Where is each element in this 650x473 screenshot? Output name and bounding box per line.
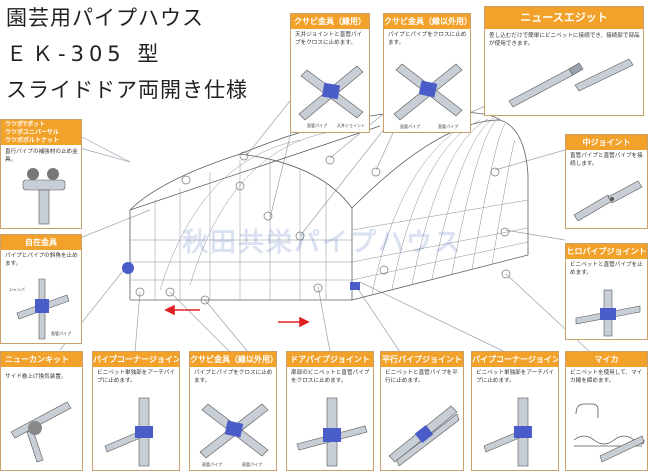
newcan-kit-icon — [10, 401, 72, 463]
part-label: ジャンパ — [9, 287, 25, 292]
box-description: 差し込むだけで簡単にビニペットに接続でき、接続部で部品が使用できます。 — [489, 33, 640, 47]
box-description: ビニペット単独部をアーチパイプに止めます。 — [97, 370, 175, 384]
box-description: 扉部のビニペットと直管パイプをクロスに止めます。 — [291, 370, 370, 384]
box-description: サイド巻上げ換気装置。 — [5, 374, 67, 380]
part-label: 直管パイプ — [307, 122, 327, 128]
box-maika: マイカ ビニペットを使用して、マイカ線を締めます。 — [565, 351, 648, 471]
box-kusabi-ijo: クサビ金具（縁以外用） パイプとパイプをクロスに止めます。 直管パイプ 直管パイ… — [383, 13, 471, 133]
box-kusabi-ijo-2: クサビ金具（縁以外用） パイプとパイプをクロスに止めます。 直管パイプ 直管パイ… — [189, 351, 277, 471]
box-door-pipe-joint: ドアパイプジョイント 扉部のビニペットと直管パイプをクロスに止めます。 — [286, 351, 374, 471]
kusabi-fitting-icon: 直管パイプ 直管パイプ — [393, 63, 463, 129]
part-label: 直管パイプ — [438, 123, 458, 129]
box-description: 天井ジョイントと直管パイプをクロスに止めます。 — [295, 32, 363, 46]
box-header: ドアパイプジョイント — [287, 352, 373, 367]
box-description: 直行パイプの補強材の止め金具。 — [5, 149, 78, 163]
watermark: 秋田共栄パイプハウス — [182, 228, 463, 258]
box-kusabi-tsumado: クサビ金具（縁用） 天井ジョイントと直管パイプをクロスに止めます。 直管パイプ … — [290, 13, 370, 133]
box-description: ビニペット単独部をアーチパイプに止めます。 — [476, 370, 554, 384]
slide-arrow-icon — [164, 304, 310, 328]
pipe-joint-icon — [388, 405, 460, 466]
box-header: ウツボTボット ウツボユニバーサル ウツボボルトナット — [1, 120, 81, 145]
box-description: パイプとパイプをクロスに止めます。 — [388, 32, 467, 46]
box-uzuho: ウツボTボット ウツボユニバーサル ウツボボルトナット 直行パイプの補強材の止め… — [0, 119, 82, 229]
box-header: 平行パイプジョイント — [381, 352, 463, 367]
kusabi-fitting-icon: 直管パイプ 直管パイプ — [199, 403, 269, 467]
part-label: 直管パイプ — [51, 330, 71, 336]
box-pipe-corner-1: パイプコーナージョイント2 ビニペット単独部をアーチパイプに止めます。 — [92, 351, 180, 471]
title-line-3: スライドドア両開き仕様 — [6, 78, 248, 102]
pipe-corner-icon — [483, 397, 532, 467]
box-hiro-pipe-joint: ヒロパイプジョイント ビニペットと直管パイプを止めます。 — [565, 243, 648, 340]
box-jizai: 自在金具 パイプとパイプの斜角を止めます。 ジャンパ 直管パイプ — [0, 234, 82, 344]
box-description: ビニペットと直管パイプを平行に止めます。 — [385, 370, 458, 384]
pipe-joint-icon — [508, 58, 634, 108]
box-description: パイプとパイプの斜角を止めます。 — [5, 253, 78, 267]
page-title: 園芸用パイプハウス ＥＫ-305 型 スライドドア両開き仕様 — [6, 0, 291, 108]
box-header: パイプコーナージョイント2 — [472, 352, 558, 367]
part-label: 直管パイプ — [400, 123, 420, 129]
box-news-ejjit: ニュースエジット 差し込むだけで簡単にビニペットに接続でき、接続部で部品が使用で… — [484, 6, 644, 116]
title-line-2: ＥＫ-305 型 — [6, 42, 164, 66]
title-line-1: 園芸用パイプハウス — [6, 6, 204, 30]
pipe-joint-icon — [296, 397, 368, 467]
box-header: ヒロパイプジョイント — [566, 244, 647, 259]
box-heiko-pipe-joint: 平行パイプジョイント ビニペットと直管パイプを平行に止めます。 — [380, 351, 464, 471]
box-header: ニュースエジット — [485, 7, 643, 29]
box-header: マイカ — [566, 352, 647, 367]
box-description: ビニペットを使用して、マイカ線を締めます。 — [570, 370, 643, 384]
box-newcan-kit: ニューカンキット サイド巻上げ換気装置。 — [0, 351, 83, 471]
box-header: 自在金具 — [1, 235, 81, 250]
box-description: ビニペットと直管パイプを止めます。 — [570, 262, 643, 276]
box-header: クサビ金具（縁以外用） — [384, 14, 470, 29]
box-description: 直管パイプと直管パイプを接続します。 — [570, 153, 643, 167]
part-label: 直管パイプ — [242, 461, 262, 467]
part-label: 直管パイプ — [202, 461, 222, 467]
uzuho-fitting-icon — [22, 168, 66, 225]
box-header: クサビ金具（縁用） — [291, 14, 369, 29]
header-line: ウツボユニバーサル — [5, 129, 59, 136]
pipe-corner-icon — [104, 397, 153, 467]
box-header: ニューカンキット — [1, 352, 82, 367]
pipe-joint-icon — [575, 289, 641, 337]
maika-icon — [573, 403, 645, 463]
box-header: クサビ金具（縁以外用） — [190, 352, 276, 367]
box-description: パイプとパイプをクロスに止めます。 — [194, 370, 273, 384]
kusabi-fitting-icon: 直管パイプ 天井ジョイント — [298, 65, 365, 128]
box-pipe-corner-2: パイプコーナージョイント2 ビニペット単独部をアーチパイプに止めます。 — [471, 351, 559, 471]
header-line: ウツボボルトナット — [5, 137, 60, 144]
pipe-joint-icon — [573, 180, 643, 222]
jizai-fitting-icon: ジャンパ 直管パイプ — [9, 278, 71, 340]
box-header: 中ジョイント — [566, 135, 647, 150]
part-label: 天井ジョイント — [337, 122, 365, 128]
box-naka-joint: 中ジョイント 直管パイプと直管パイプを接続します。 — [565, 134, 648, 229]
box-header: パイプコーナージョイント2 — [93, 352, 179, 367]
header-line: ウツボTボット — [5, 121, 46, 128]
